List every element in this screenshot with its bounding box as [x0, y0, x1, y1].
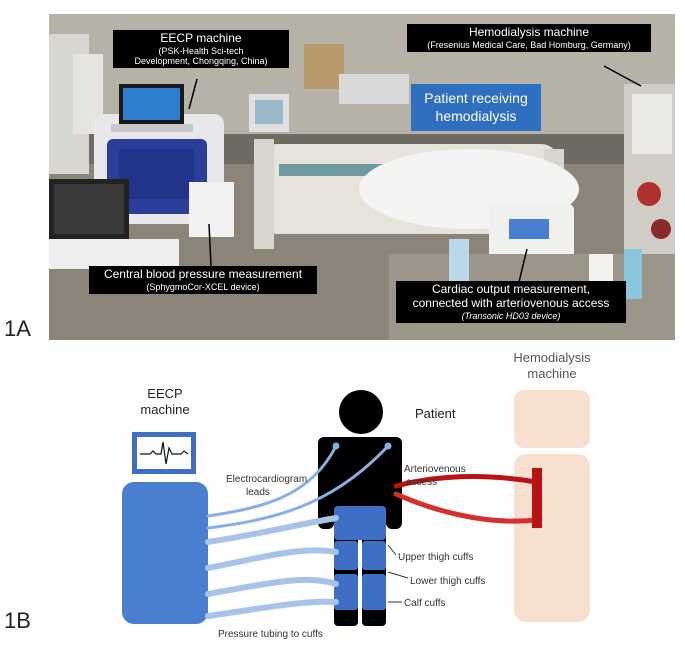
central-bp-title: Central blood pressure measurement	[103, 267, 303, 281]
hemodialysis-label-line-2: machine	[527, 366, 576, 381]
eecp-label-line-1: EECP	[147, 386, 182, 401]
hemodialysis-machine-top	[514, 390, 590, 448]
av-line-1	[393, 474, 539, 489]
schematic-svg: Hemodialysis machine EECP machine Patien…	[122, 350, 591, 640]
tube-4	[205, 598, 339, 619]
patient-label-line-2: hemodialysis	[435, 107, 517, 124]
ecg-label-line-1: Electrocardiogram	[226, 474, 307, 485]
calf-cuff-right	[362, 580, 386, 610]
patient-left-arm	[318, 437, 334, 529]
eecp-machine-title: EECP machine	[160, 31, 242, 45]
ecg-lead-2	[206, 444, 390, 530]
eecp-setup-schematic: Hemodialysis machine EECP machine Patien…	[0, 348, 685, 644]
calf-cuffs-label: Calf cuffs	[404, 598, 446, 609]
lower-cuff-pointer	[387, 571, 409, 579]
central-bp-detail: (SphygmoCor-XCEL device)	[146, 281, 260, 292]
patient-head	[339, 390, 383, 434]
tube-2	[205, 547, 339, 571]
av-line-2	[393, 491, 539, 524]
eecp-machine-callout: EECP machine (PSK-Health Sci-tech Develo…	[113, 30, 289, 69]
upper-thigh-cuffs-label: Upper thigh cuffs	[398, 552, 473, 563]
patient-label-line-1: Patient receiving	[424, 90, 528, 106]
ecg-electrode-right	[384, 442, 392, 450]
tube-1	[205, 515, 339, 545]
eecp-machine-detail-2: Development, Chongqing, China)	[134, 56, 268, 67]
panel-label-1b: 1B	[4, 608, 31, 633]
hemodialysis-label-line-1: Hemodialysis	[513, 350, 591, 365]
hemodialysis-room-photo: EECP machine (PSK-Health Sci-tech Develo…	[49, 14, 675, 340]
eecp-machine-detail-1: (PSK-Health Sci-tech	[158, 45, 244, 56]
av-label-line-1: Arteriovenous	[404, 464, 466, 475]
calf-cuff-left	[334, 580, 358, 610]
hemodialysis-machine-callout: Hemodialysis machine (Fresenius Medical …	[407, 24, 651, 53]
upper-thigh-cuff-left	[334, 541, 358, 570]
cardiac-output-line-1: Cardiac output measurement,	[431, 282, 591, 296]
ecg-label-line-2: leads	[246, 487, 270, 498]
eecp-label-line-2: machine	[140, 402, 189, 417]
ecg-electrode-left	[332, 442, 340, 450]
pressure-tubing	[205, 515, 339, 619]
eecp-machine-body	[122, 482, 208, 624]
lower-thigh-cuffs-label: Lower thigh cuffs	[410, 576, 485, 587]
hemodialysis-machine-title: Hemodialysis machine	[468, 25, 590, 39]
panel-label-1a: 1A	[4, 316, 31, 341]
av-connector	[532, 468, 542, 528]
hemodialysis-machine-detail: (Fresenius Medical Care, Bad Homburg, Ge…	[427, 39, 631, 50]
ecg-waveform-icon	[140, 441, 189, 465]
cardiac-output-detail: (Transonic HD03 device)	[461, 310, 561, 321]
buttock-cuff	[334, 506, 386, 540]
patient-right-arm	[386, 437, 402, 529]
patient-label: Patient	[415, 406, 456, 421]
patient-receiving-hemodialysis-label: Patient receiving hemodialysis	[411, 84, 541, 131]
ecg-leads	[206, 444, 390, 530]
ecg-lead-1	[206, 444, 338, 518]
cardiac-output-line-2: connected with arteriovenous access	[412, 295, 610, 310]
cardiac-output-callout: Cardiac output measurement, connected wi…	[396, 281, 626, 323]
av-label-line-2: access	[406, 477, 437, 488]
upper-thigh-cuff-right	[362, 541, 386, 570]
central-bp-callout: Central blood pressure measurement (Sphy…	[89, 266, 317, 295]
pressure-tubing-label: Pressure tubing to cuffs	[218, 629, 323, 640]
arteriovenous-lines	[393, 474, 539, 524]
upper-cuff-pointer	[387, 544, 397, 556]
tube-3	[205, 576, 339, 597]
